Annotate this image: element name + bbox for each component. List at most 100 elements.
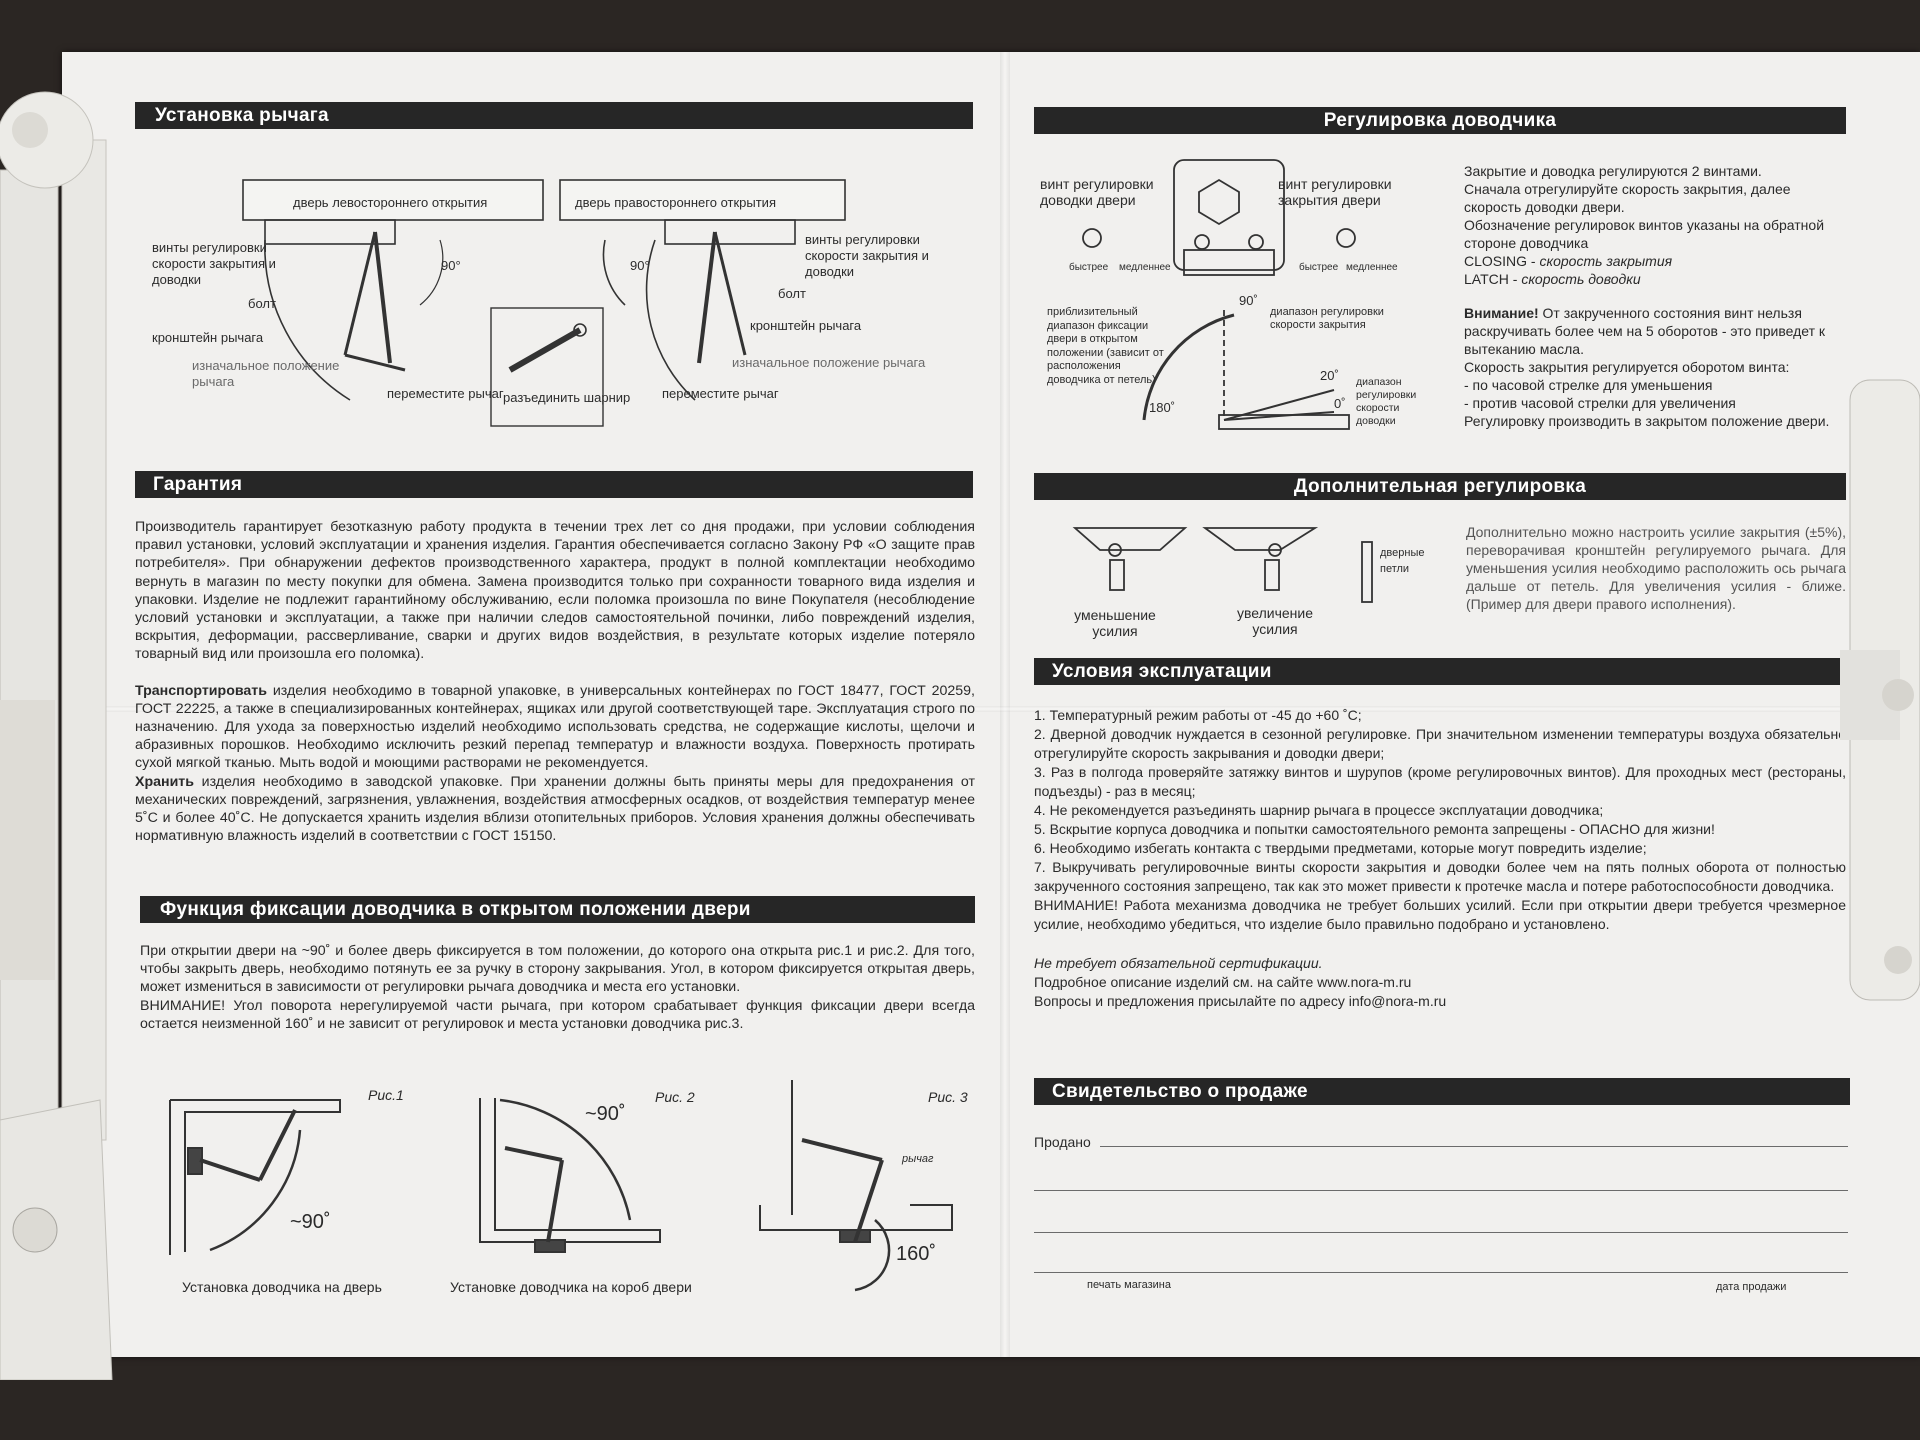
condition-7: 7. Выкручивать регулировочные винты скор… xyxy=(1034,859,1846,894)
lever-install-diagram: дверь левостороннего открытия дверь прав… xyxy=(152,179,862,427)
bracket-label-left: кронштейн рычага xyxy=(152,330,264,345)
left-door-label: дверь левостороннего открытия xyxy=(293,195,487,210)
fig2-angle: ~90˚ xyxy=(585,1103,626,1125)
adj-line-w5: Регулировку производить в закрытом полож… xyxy=(1464,413,1830,429)
bracket-label-right: кронштейн рычага xyxy=(750,318,862,333)
condition-2: 2. Дверной доводчик нуждается в сезонной… xyxy=(1034,726,1846,761)
sold-line-1 xyxy=(1100,1146,1848,1147)
hold-open-header: Функция фиксации доводчика в открытом по… xyxy=(140,896,975,923)
fig3-angle: 160˚ xyxy=(896,1243,936,1265)
adj-line-w2: Скорость закрытия регулируется оборотом … xyxy=(1464,359,1790,375)
screws-label-right: винты регулировки скорости закрытия и до… xyxy=(805,232,929,279)
move-lever-right: переместите рычаг xyxy=(662,386,779,401)
adj-line-2: Сначала отрегулируйте скорость закрытия,… xyxy=(1464,181,1791,215)
hold-open-figures: Рис.1 Рис. 2 Рис. 3 рычаг ~90˚ ~90˚ 160˚… xyxy=(169,1080,968,1295)
door-closer-left xyxy=(0,91,113,1380)
storage-paragraph: Хранить изделия необходимо в заводской у… xyxy=(135,773,975,846)
conditions-list: 1. Температурный режим работы от -45 до … xyxy=(1034,706,1846,1011)
adj-line-w3: - по часовой стрелке для уменьшения xyxy=(1464,377,1713,393)
adj-line-3: Обозначение регулировок винтов указаны н… xyxy=(1464,217,1825,251)
site-line: Подробное описание изделий см. на сайте … xyxy=(1034,974,1412,990)
angle-left: 90° xyxy=(441,258,461,273)
extra-header: Дополнительная регулировка xyxy=(1034,473,1846,500)
condition-4: 4. Не рекомендуется разъединять шарнир р… xyxy=(1034,802,1604,818)
sold-line-2 xyxy=(1034,1190,1848,1191)
sold-line-4 xyxy=(1034,1272,1848,1273)
bolt-label-right: болт xyxy=(778,286,806,301)
door-closer-right xyxy=(1840,379,1920,1001)
lever-install-header: Установка рычага xyxy=(135,102,973,129)
bolt-label-left: болт xyxy=(248,296,276,311)
decrease-label: уменьшение усилия xyxy=(1074,607,1156,639)
adj-warning-text: От закрученного состояния винт нельзя ра… xyxy=(1464,305,1826,357)
certification-note: Не требует обязательной сертификации. xyxy=(1034,954,1846,973)
adjustment-header: Регулировка доводчика xyxy=(1034,107,1846,134)
fast-right: быстрее xyxy=(1299,261,1339,273)
angle-90: 90˚ xyxy=(1239,293,1258,308)
fig2-caption: Установке доводчика на короб двери xyxy=(450,1279,692,1295)
email-line: Вопросы и предложения присылайте по адре… xyxy=(1034,993,1447,1009)
transport-paragraph: Транспортировать изделия необходимо в то… xyxy=(135,682,975,773)
latch-screw-label: винт регулировки доводки двери xyxy=(1040,176,1154,208)
angle-180: 180˚ xyxy=(1149,400,1175,415)
detach-label: разъединить шарнир xyxy=(503,390,630,405)
warranty-text: Производитель гарантирует безотказную ра… xyxy=(135,518,975,845)
vertical-fold xyxy=(1000,52,1010,1357)
latch-range-label: диапазон регулировки скорости доводки xyxy=(1356,376,1417,427)
hold-open-paragraph: При открытии двери на ~90˚ и более дверь… xyxy=(140,943,975,996)
adj-line-5: LATCH - скорость доводки xyxy=(1464,270,1846,288)
extra-diagram xyxy=(1072,527,1373,603)
sold-line-3 xyxy=(1034,1232,1848,1233)
hold-range-label: приблизительный диапазон фиксации двери … xyxy=(1047,306,1164,386)
condition-1: 1. Температурный режим работы от -45 до … xyxy=(1034,707,1362,723)
warranty-header: Гарантия xyxy=(135,471,973,498)
latch-code: LATCH - xyxy=(1464,271,1522,287)
adjustment-diagram: быстрее медленнее быстрее медленнее 90˚ … xyxy=(1069,159,1398,430)
closing-code: CLOSING - xyxy=(1464,253,1540,269)
condition-attention: ВНИМАНИЕ! Работа механизма доводчика не … xyxy=(1034,897,1846,932)
transport-text: изделия необходимо в товарной упаковке, … xyxy=(135,682,975,772)
angle-0: 0˚ xyxy=(1334,396,1346,411)
cert-text: Не требует обязательной сертификации. xyxy=(1034,955,1323,971)
increase-label: увеличение усилия xyxy=(1236,605,1313,637)
store-bold: Хранить xyxy=(135,773,194,790)
closing-screw-label: винт регулировки закрытия двери xyxy=(1278,176,1392,208)
fig2-label: Рис. 2 xyxy=(655,1089,695,1105)
adj-line-w4: - против часовой стрелки для увеличения xyxy=(1464,395,1736,411)
fig3-label: Рис. 3 xyxy=(928,1089,968,1105)
adjustment-text: Закрытие и доводка регулируются 2 винтам… xyxy=(1464,162,1846,430)
fig3-lever: рычаг xyxy=(901,1153,934,1165)
warranty-paragraph: Производитель гарантирует безотказную ра… xyxy=(135,519,975,663)
fast-left: быстрее xyxy=(1069,261,1109,273)
closing-meaning: скорость закрытия xyxy=(1539,253,1673,269)
fig1-caption: Установка доводчика на дверь xyxy=(182,1279,382,1295)
initial-pos-left: изначальное положение рычага xyxy=(192,358,340,389)
conditions-header: Условия эксплуатации xyxy=(1034,658,1846,685)
move-lever-left: переместите рычаг xyxy=(387,386,504,401)
screws-label-left: винты регулировки скорости закрытия и до… xyxy=(152,240,276,287)
latch-meaning: скорость доводки xyxy=(1521,271,1641,287)
condition-6: 6. Необходимо избегать контакта с тверды… xyxy=(1034,840,1647,856)
stamp-label: печать магазина xyxy=(1087,1279,1171,1291)
sold-label: Продано xyxy=(1034,1134,1091,1150)
fig1-angle: ~90˚ xyxy=(290,1211,331,1233)
transport-bold: Транспортировать xyxy=(135,682,267,699)
hold-open-text: При открытии двери на ~90˚ и более дверь… xyxy=(140,942,975,1033)
adj-line-4: CLOSING - скорость закрытия xyxy=(1464,252,1846,270)
closing-range-label: диапазон регулировки скорости закрытия xyxy=(1270,306,1384,331)
angle-right: 90° xyxy=(630,258,650,273)
slow-left: медленнее xyxy=(1119,262,1171,273)
initial-pos-right: изначальное положение рычага xyxy=(732,355,926,370)
adj-warning-bold: Внимание! xyxy=(1464,305,1539,321)
sale-header: Свидетельство о продаже xyxy=(1034,1078,1850,1105)
slow-right: медленнее xyxy=(1346,262,1398,273)
condition-5: 5. Вскрытие корпуса доводчика и попытки … xyxy=(1034,821,1715,837)
store-text: изделия необходимо в заводской упаковке.… xyxy=(135,773,975,845)
condition-3: 3. Раз в полгода проверяйте затяжку винт… xyxy=(1034,764,1846,799)
hinges-label: дверные петли xyxy=(1380,547,1425,575)
instruction-sheet xyxy=(62,52,1920,1357)
adj-warning: Внимание! От закрученного состояния винт… xyxy=(1464,304,1846,358)
fig1-label: Рис.1 xyxy=(368,1087,404,1103)
extra-text: Дополнительно можно настроить усилие зак… xyxy=(1466,524,1846,612)
hold-open-warning: ВНИМАНИЕ! Угол поворота нерегулируемой ч… xyxy=(140,997,975,1032)
